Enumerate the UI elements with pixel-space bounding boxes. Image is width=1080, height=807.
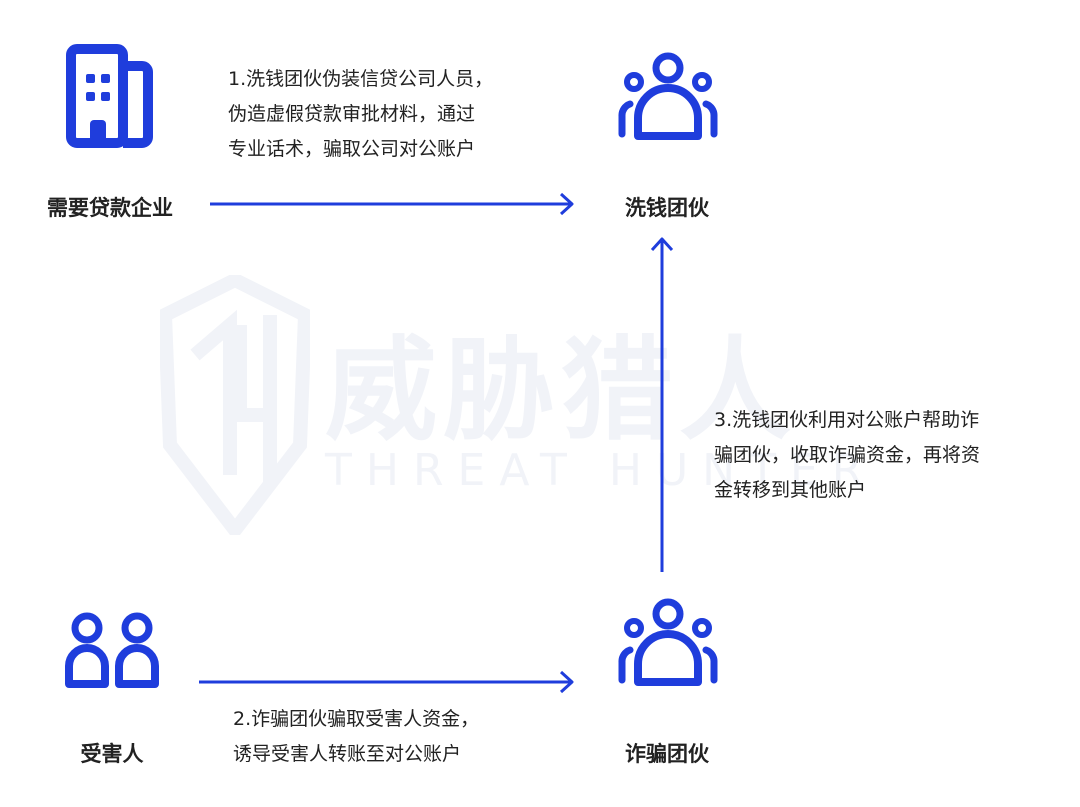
node-fraud-gang-label: 诈骗团伙 [625, 742, 709, 766]
arrow-step3 [650, 237, 674, 572]
arrow-step2 [199, 670, 574, 694]
node-company-label: 需要贷款企业 [47, 196, 173, 220]
building-icon [66, 44, 153, 148]
arrow-step1 [210, 192, 574, 216]
watermark-cn: 威胁猎人 [325, 326, 797, 456]
group-icon [618, 52, 718, 140]
node-laundering-gang-label: 洗钱团伙 [625, 196, 709, 220]
watermark-en: THREAT HUNTER [325, 445, 877, 496]
step3-text: 3.洗钱团伙利用对公账户帮助诈 骗团伙，收取诈骗资金，再将资 金转移到其他账户 [714, 409, 981, 501]
step1-text: 1.洗钱团伙伪装信贷公司人员， 伪造虚假贷款审批材料，通过 专业话术，骗取公司对… [228, 68, 494, 160]
step2-text: 2.诈骗团伙骗取受害人资金， 诱导受害人转账至对公账户 [233, 708, 480, 765]
node-victims-label: 受害人 [80, 742, 144, 766]
users-icon [65, 612, 159, 688]
group-icon [618, 598, 718, 686]
shield-logo-watermark [160, 275, 310, 535]
